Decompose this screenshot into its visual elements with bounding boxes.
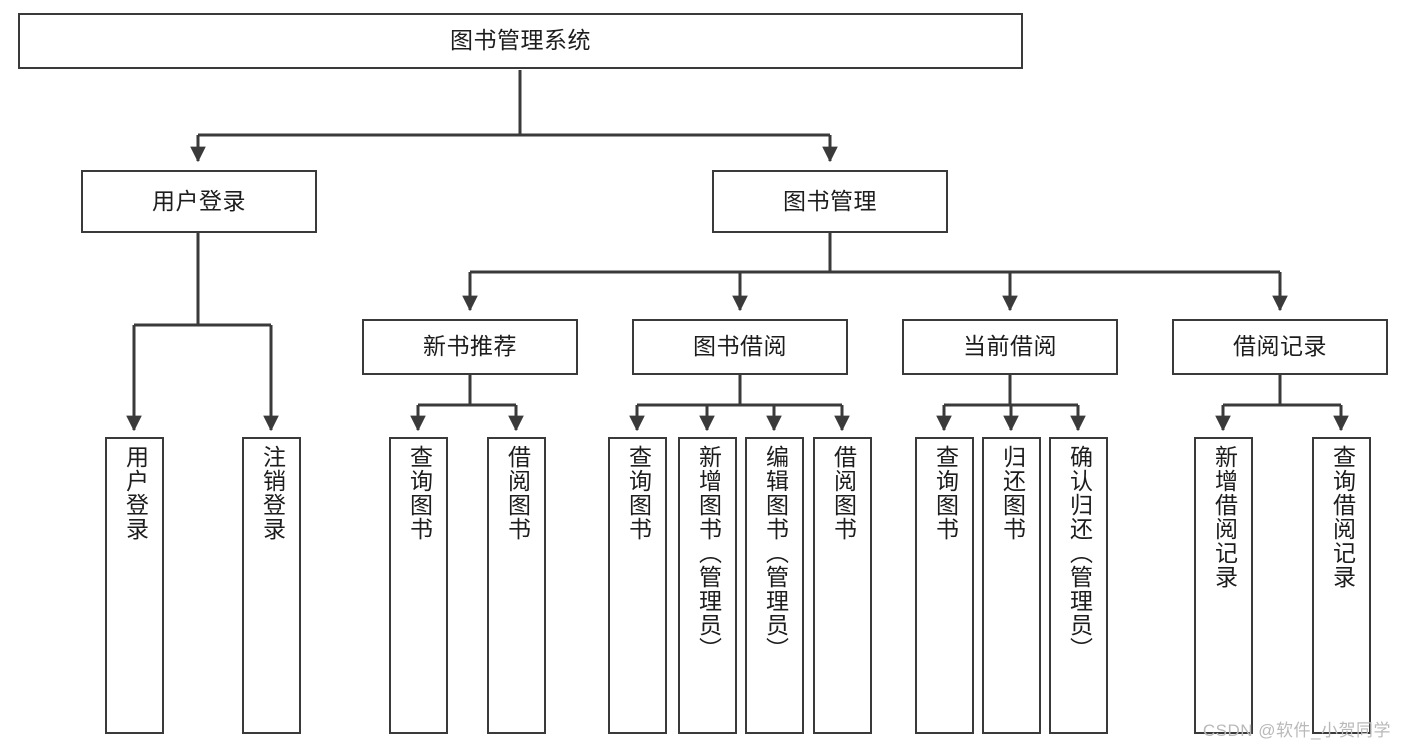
node-label: 图书管理 xyxy=(783,187,877,214)
node-label: 图书借阅 xyxy=(693,333,787,360)
leaf-query-book-new-recommend[interactable]: 查询图书 xyxy=(389,437,448,734)
node-label: 用户登录 xyxy=(122,445,149,541)
node-label: 查询图书 xyxy=(406,445,433,541)
node-label: 查询图书 xyxy=(625,445,652,541)
node-user-login[interactable]: 用户登录 xyxy=(81,170,317,233)
node-label: 查询借阅记录 xyxy=(1329,445,1356,589)
leaf-return-book[interactable]: 归还图书 xyxy=(982,437,1041,734)
node-label: 用户登录 xyxy=(152,187,246,214)
node-label: 借阅图书 xyxy=(830,445,857,541)
node-label: 归还图书 xyxy=(999,445,1026,541)
csdn-watermark: CSDN @软件_小贺同学 xyxy=(1202,721,1391,740)
node-label: 借阅记录 xyxy=(1233,333,1327,360)
leaf-add-borrow-record[interactable]: 新增借阅记录 xyxy=(1194,437,1253,734)
node-book-management[interactable]: 图书管理 xyxy=(712,170,948,233)
node-root-book-management-system[interactable]: 图书管理系统 xyxy=(18,13,1023,69)
node-label: 确认归还（管理员） xyxy=(1066,445,1093,661)
leaf-query-book-borrow[interactable]: 查询图书 xyxy=(608,437,667,734)
node-current-borrow[interactable]: 当前借阅 xyxy=(902,319,1118,375)
node-borrow-record[interactable]: 借阅记录 xyxy=(1172,319,1388,375)
leaf-borrow-book[interactable]: 借阅图书 xyxy=(813,437,872,734)
leaf-query-borrow-record[interactable]: 查询借阅记录 xyxy=(1312,437,1371,734)
node-label: 注销登录 xyxy=(259,445,286,541)
leaf-logout-login[interactable]: 注销登录 xyxy=(242,437,301,734)
leaf-confirm-return-admin[interactable]: 确认归还（管理员） xyxy=(1049,437,1108,734)
node-label: 新书推荐 xyxy=(423,333,517,360)
node-label: 当前借阅 xyxy=(963,333,1057,360)
leaf-add-book-admin[interactable]: 新增图书（管理员） xyxy=(678,437,737,734)
node-new-book-recommend[interactable]: 新书推荐 xyxy=(362,319,578,375)
node-label: 编辑图书（管理员） xyxy=(762,445,789,661)
leaf-borrow-book-new-recommend[interactable]: 借阅图书 xyxy=(487,437,546,734)
node-book-borrow[interactable]: 图书借阅 xyxy=(632,319,848,375)
node-label: 新增借阅记录 xyxy=(1211,445,1238,589)
node-label: 图书管理系统 xyxy=(450,27,591,54)
node-label: 新增图书（管理员） xyxy=(695,445,722,661)
node-label: 借阅图书 xyxy=(504,445,531,541)
leaf-query-book-current[interactable]: 查询图书 xyxy=(915,437,974,734)
leaf-user-login[interactable]: 用户登录 xyxy=(105,437,164,734)
leaf-edit-book-admin[interactable]: 编辑图书（管理员） xyxy=(745,437,804,734)
node-label: 查询图书 xyxy=(932,445,959,541)
